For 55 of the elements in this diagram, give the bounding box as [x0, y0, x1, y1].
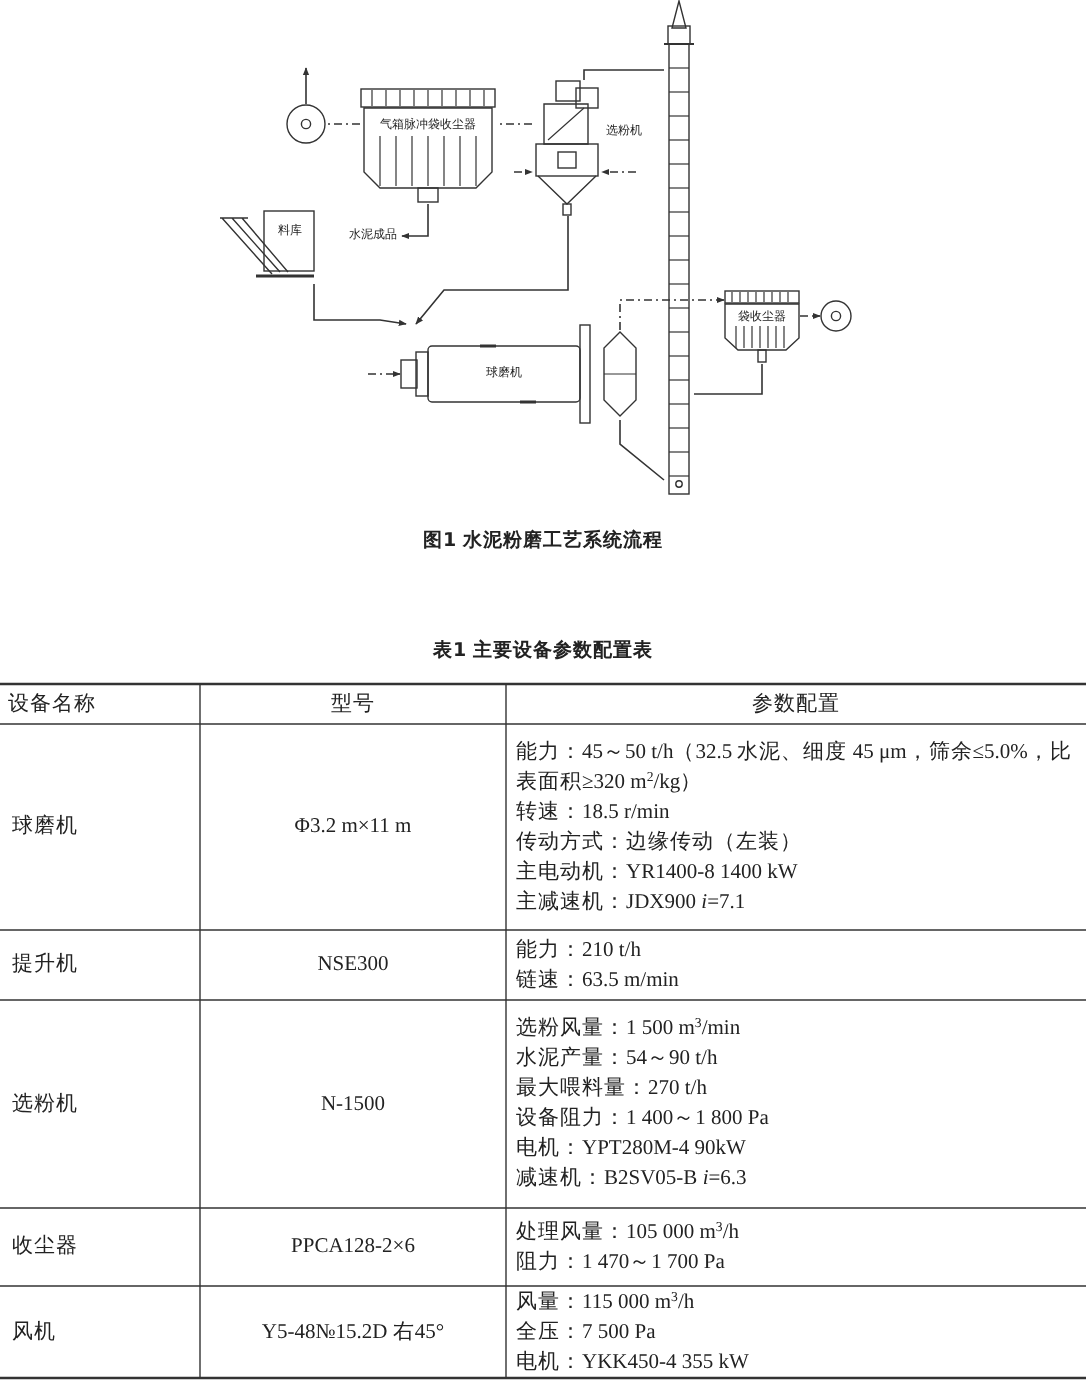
parameter-line: 转速：18.5 r/min [516, 798, 672, 827]
parameter-line: 电机：YKK450-4 355 kW [516, 1348, 751, 1377]
parameter-line: 主减速机：JDX900 i=7.1 [516, 888, 748, 917]
parameter-line: 能力：45～50 t/h（32.5 水泥、细度 45 μm，筛余≤5.0%，比表面积≥320 m$^{2}$/kg） [516, 738, 1074, 797]
flow-arrow [367, 370, 401, 378]
parameter-line: 阻力：1 470～1 700 Pa [516, 1248, 727, 1277]
pipe-line [495, 123, 533, 125]
separator-drawing [532, 80, 602, 216]
equipment-name-cell-text: 球磨机 [12, 812, 80, 842]
parameter-line: 主电动机：YR1400-8 1400 kW [516, 858, 800, 887]
header-cell-text: 型号 [329, 691, 377, 720]
fan-drawing [820, 300, 852, 332]
flow-arrow [513, 168, 533, 176]
equipment-name-cell-text: 提升机 [12, 950, 80, 980]
table-title: 表1 主要设备参数配置表 [431, 637, 655, 666]
fan-drawing [286, 104, 326, 144]
flow-arrow [799, 312, 821, 320]
equipment-name-cell-text: 风机 [12, 1319, 58, 1347]
figure-caption: 图1 水泥粉磨工艺系统流程 [421, 528, 665, 554]
flow-arrow [415, 215, 569, 325]
bag-filter-drawing [360, 88, 496, 204]
parameter-line: 设备阻力：1 400～1 800 Pa [516, 1104, 771, 1134]
parameter-line: 水泥产量：54～90 t/h [516, 1044, 720, 1074]
pipe-line [325, 123, 361, 125]
parameter-line: 风量：115 000 m$^{3}$/h [516, 1288, 697, 1317]
flow-arrow [313, 283, 407, 327]
parameter-line: 电机：YPT280M-4 90kW [516, 1134, 748, 1164]
parameter-line: 选粉风量：1 500 m$^{3}$/min [516, 1014, 743, 1044]
pipe-line [619, 419, 665, 481]
equipment-name-cell-text: 选粉机 [12, 1090, 80, 1119]
parameter-line: 传动方式：边缘传动（左装） [516, 828, 804, 857]
flow-arrow [601, 168, 637, 176]
ball-mill-drawing [400, 324, 594, 424]
model-cell-text: NSE300 [315, 952, 391, 980]
model-cell-text: Y5-48№15.2D 右45° [259, 1319, 447, 1347]
header-cell-text: 设备名称 [8, 691, 98, 720]
parameter-line: 全压：7 500 Pa [516, 1319, 658, 1347]
parameter-line: 链速：63.5 m/min [516, 966, 681, 995]
bucket-elevator-drawing [664, 0, 694, 496]
model-cell-text: N-1500 [318, 1091, 388, 1119]
flow-arrow [401, 203, 429, 240]
parameter-line: 能力：210 t/h [516, 936, 643, 965]
model-cell-text: Φ3.2 m×11 m [292, 814, 414, 842]
flow-arrow [302, 67, 310, 105]
settling-tank-drawing [600, 330, 640, 420]
flow-arrow [619, 296, 725, 331]
equipment-name-cell-text: 收尘器 [12, 1232, 80, 1262]
header-cell-text: 参数配置 [750, 691, 842, 720]
parameter-line: 减速机：B2SV05-B i=6.3 [516, 1164, 749, 1194]
bag-filter-drawing [724, 290, 800, 364]
parameter-line: 处理风量：105 000 m$^{3}$/h [516, 1218, 741, 1247]
pipe-line [583, 69, 665, 81]
parameter-line: 最大喂料量：270 t/h [516, 1074, 709, 1104]
pipe-line [693, 363, 763, 395]
model-cell-text: PPCA128-2×6 [289, 1234, 417, 1262]
